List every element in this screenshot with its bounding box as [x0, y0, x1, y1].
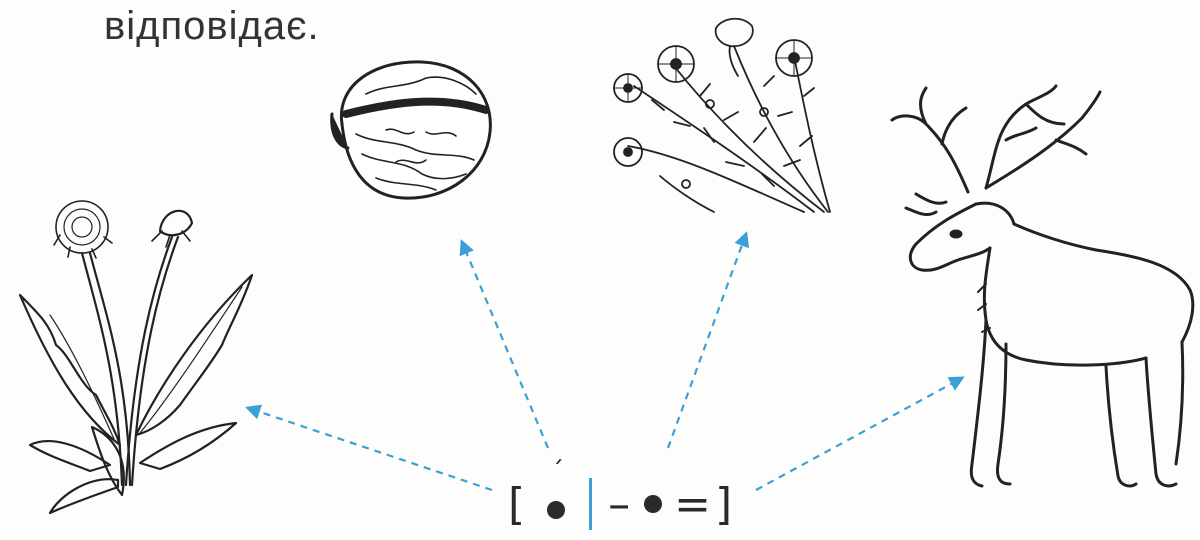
vowel-dot-2	[644, 495, 662, 513]
stressed-vowel: ´	[547, 479, 565, 530]
vowel-dot-1	[547, 501, 565, 519]
stress-mark: ´	[551, 457, 564, 487]
arrow-to-dandelion	[248, 408, 492, 490]
dandelion-icon[interactable]	[10, 195, 255, 515]
reindeer-icon[interactable]	[886, 84, 1200, 504]
flax-icon[interactable]	[604, 16, 840, 216]
soft-consonant-equals: =	[674, 479, 711, 530]
consonant-dash: –	[608, 479, 630, 530]
open-bracket: [	[508, 479, 525, 530]
arrow-to-flax	[668, 234, 746, 448]
sound-scheme: [ ´ – = ]	[508, 474, 732, 534]
walnut-icon[interactable]	[326, 54, 498, 204]
arrow-to-walnut	[462, 242, 548, 448]
close-bracket: ]	[715, 479, 732, 530]
syllable-divider	[589, 478, 592, 530]
